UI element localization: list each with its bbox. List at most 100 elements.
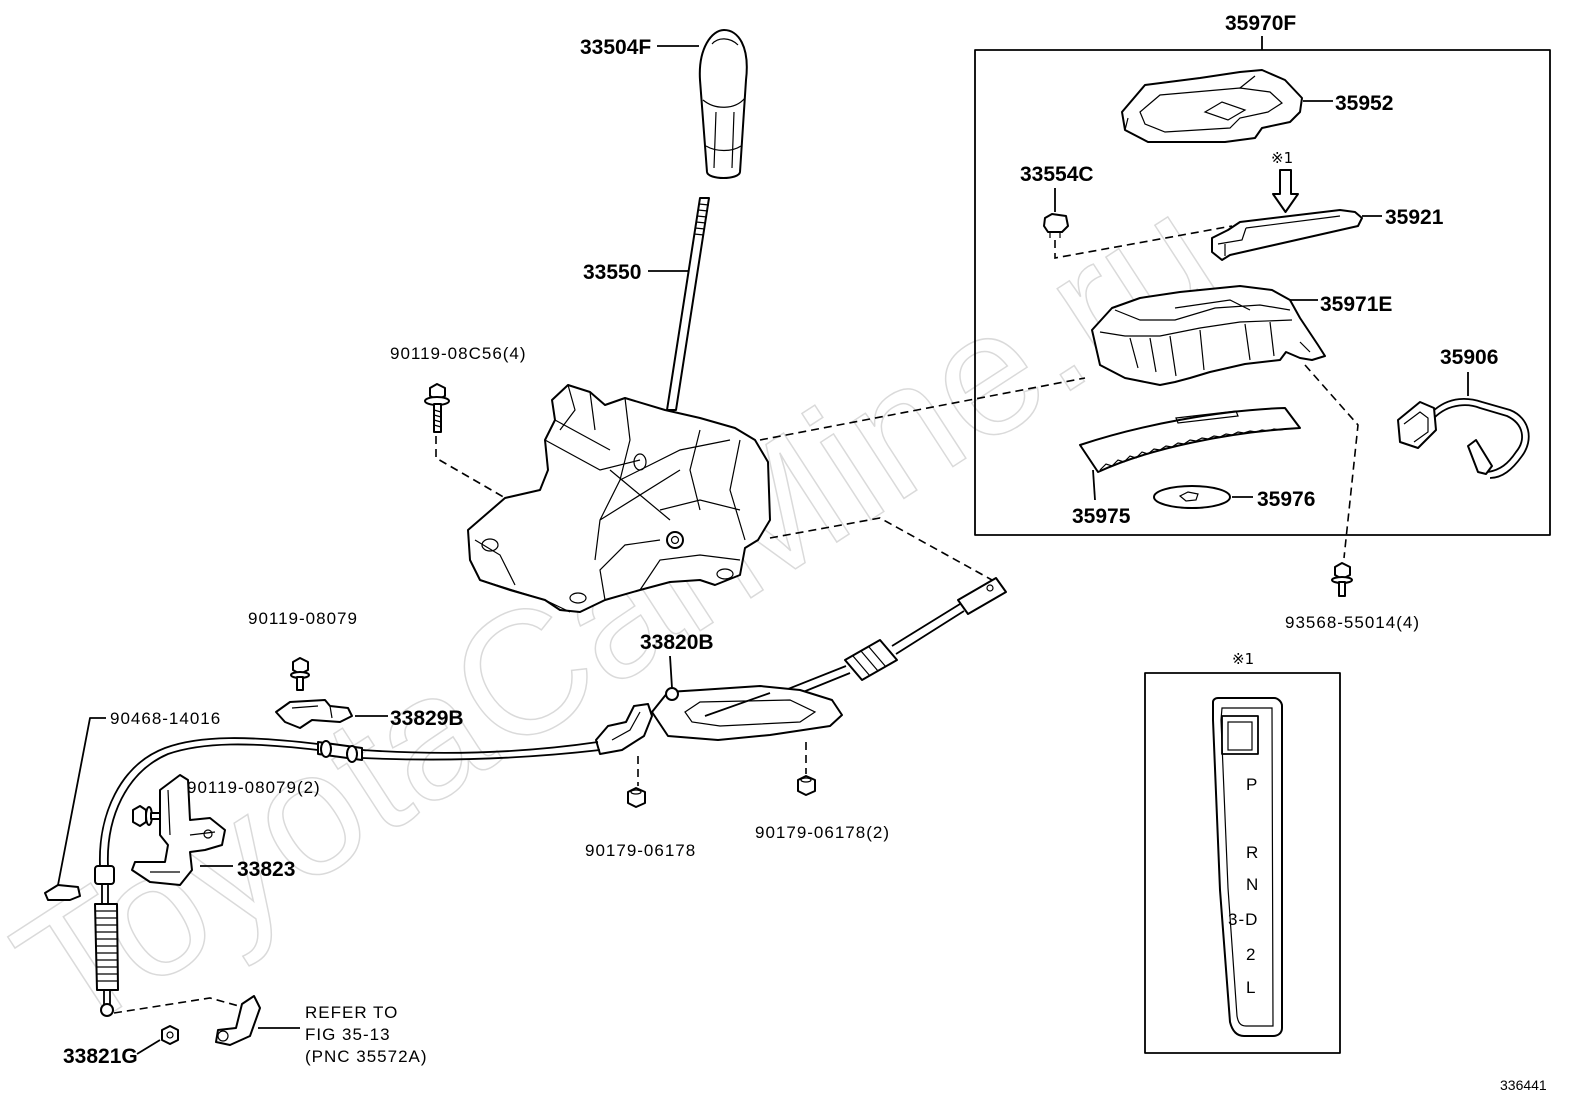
lever-body [215,995,261,1046]
trim-outline [1211,209,1363,261]
cable-mount-detail [611,711,641,741]
leader-35975 [1092,469,1096,501]
bolt-thread [433,409,442,428]
watermark: ToyotaCarMine.ru [0,156,1249,1072]
part-90119-08079-bolt: 90119-08079 [248,609,357,691]
bracket-grommet [665,687,679,701]
part-33829B-clip: 33829B [275,699,464,730]
callout-33821G: 33821G [63,1045,138,1068]
bracket-body [131,774,226,886]
callout-90119-08C56: 90119-08C56(4) [390,344,527,363]
part-33554C-clip: 33554C [1020,163,1233,259]
detent-pin [633,453,647,471]
bolt-head [132,805,147,827]
housing-outline [1091,285,1326,386]
bolt-shank [433,403,442,433]
nut-hole [630,789,642,795]
clip-legs [1049,232,1061,238]
callout-33823: 33823 [237,858,295,881]
clip-body [1043,213,1069,233]
nut-hole [800,777,812,783]
bolt-head [429,383,446,401]
plate-detail [1124,75,1256,131]
part-33504F-shift-knob: 33504F [580,29,748,179]
reference-line-3: (PNC 35572A) [305,1047,428,1066]
shift-lever-assembly [467,384,771,613]
cable-middle [361,741,601,761]
shifter-housing [467,384,771,613]
leader-90468 [57,717,106,886]
indicator-plate [1212,697,1283,1037]
position-N: N [1246,875,1259,894]
shifter-pivot [666,531,684,549]
mount-hole-3 [716,568,734,580]
view-arrow-note1: ※1 [1271,149,1299,213]
assembly-dash-33554C [1054,225,1233,259]
bolt-head [292,657,309,675]
position-2: 2 [1246,945,1256,964]
housing-ribs [1099,299,1311,377]
leader-33820B [669,655,673,689]
part-35952-indicator-plate: 35952 [1121,69,1393,143]
knob-contours [702,38,746,169]
transmission-control-lever: REFER TO FIG 35-13 (PNC 35572A) [113,995,428,1066]
nut-body [627,787,646,808]
inset-mark: ※1 [1232,650,1254,668]
part-35975-slide-plate: 35975 [1072,407,1301,528]
part-33821G-nut: 33821G [63,1025,179,1068]
cable-end-hole [986,584,994,592]
callout-33550: 33550 [583,261,641,284]
slide-plate-serration [1099,427,1299,471]
disc-outline [1153,485,1231,509]
callout-35970F: 35970F [1225,12,1296,35]
callout-33829B: 33829B [390,707,464,730]
indicator-inner-edge [1220,707,1274,1027]
wire-outer [1431,398,1530,479]
cable-adjuster-ridges [852,646,887,677]
clip-body [44,884,81,901]
figure-number: 336441 [1500,1077,1547,1093]
plate-opening [1139,87,1283,133]
part-35971E-housing: 35971E [1091,285,1392,386]
shifter-pivot-hole [670,535,680,545]
callout-35952: 35952 [1335,92,1393,115]
bracket-hole [203,829,213,839]
assembly-box-35970F: 35970F [974,12,1551,536]
cable-through-bracket [704,692,771,717]
bulb-socket [1467,439,1493,475]
part-90119-08C56-bolt: 90119-08C56(4) [390,344,579,541]
callout-33554C: 33554C [1020,163,1094,186]
clip-body [275,699,353,729]
mount-hole-1 [481,538,499,552]
rod-body [666,197,710,411]
assembly-dash-93568 [1304,364,1359,559]
cable-rod [101,884,109,903]
bolt-head [1334,562,1351,580]
bracket-detail [150,789,216,873]
part-35906-wire: 35906 [1397,346,1530,479]
indicator-window-inner [1227,721,1253,751]
cable-lower [99,737,319,867]
assembly-dash-cable-end [769,517,993,581]
callout-33504F: 33504F [580,36,651,59]
position-P: P [1246,775,1258,794]
cable-adjuster [844,639,898,681]
reference-line-2: FIG 35-13 [305,1025,391,1044]
part-90179-06178-2-nut: 90179-06178(2) [755,742,889,842]
cable-bracket-plate [651,685,843,741]
plate-outline [1121,69,1303,143]
clip-detail [291,705,333,719]
assembly-dash-housing [759,377,1086,441]
cable-end-fitting [957,577,1007,615]
part-33550-shift-lever-rod: 33550 [583,197,710,411]
bolt-shank [296,676,304,691]
cable-collar [94,865,115,885]
connector-detail [1403,411,1429,443]
inset-frame [1144,672,1341,1054]
mount-hole-2 [569,592,587,604]
part-35976-disc: 35976 [1153,485,1315,511]
lever-pin [217,1030,229,1042]
part-33820B-control-cable: 33820B [94,577,1007,1017]
